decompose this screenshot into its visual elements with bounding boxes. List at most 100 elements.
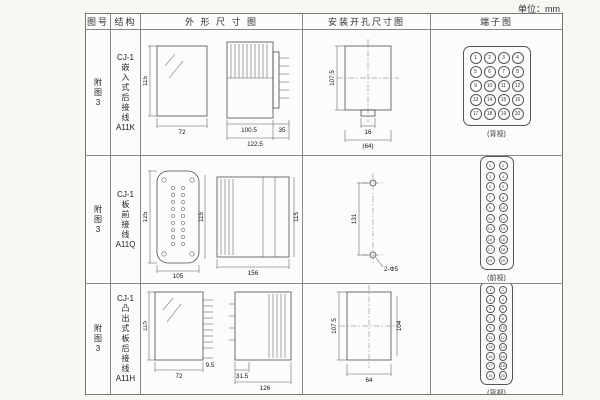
dim-label: 35 xyxy=(278,127,286,134)
dimension-lines: 115 72 xyxy=(143,45,207,136)
terminal-circle: 17 xyxy=(486,361,495,370)
row1-outline-cell: 115 72 xyxy=(141,30,303,156)
terminal-circle: 4 xyxy=(498,295,507,304)
terminal-circle: 7 xyxy=(486,314,495,323)
structure-label: CJ-1 嵌 入 式 后 接 线 A11K xyxy=(116,52,135,132)
terminal-circle: 11 xyxy=(485,213,495,223)
terminal-circle: 8 xyxy=(498,192,508,202)
terminal-circle: 19 xyxy=(485,255,495,265)
dim-label: 105 xyxy=(172,273,183,279)
header-structure: 结构 xyxy=(111,14,141,30)
terminal-circle: 15 xyxy=(497,94,510,106)
row1-install-cell: 107.5 16 (64) xyxy=(303,30,431,156)
side-view xyxy=(228,291,291,361)
fig-number: 附 图 3 xyxy=(94,77,102,107)
dim-label: 156 xyxy=(247,270,258,277)
row2-outline-cell: 125 115 105 156 xyxy=(141,156,303,284)
terminal-circle: 10 xyxy=(483,80,496,92)
terminal-circle: 16 xyxy=(498,234,508,244)
terminal-circle: 2 xyxy=(498,161,508,171)
terminal-circle: 7 xyxy=(497,66,510,78)
row1-structure-cell: CJ-1 嵌 入 式 后 接 线 A11K xyxy=(111,30,141,156)
terminal-circle: 2 xyxy=(483,52,496,64)
terminal-circle: 13 xyxy=(485,224,495,234)
dim-label: 122.5 xyxy=(247,141,263,148)
terminal-circle: 13 xyxy=(486,342,495,351)
terminal-circle: 18 xyxy=(498,245,508,255)
dim-label: 115 xyxy=(198,211,205,222)
terminal-circle: 6 xyxy=(483,66,496,78)
row3-outline-cell: 115 72 9.5 xyxy=(141,284,303,394)
dimension-lines: 125 115 105 xyxy=(143,170,205,279)
cutout-view xyxy=(338,285,399,368)
terminal-circle: 12 xyxy=(498,213,508,223)
header-terminal-label: 端子图 xyxy=(479,17,513,27)
front-view xyxy=(154,291,213,361)
dim-label: 131 xyxy=(351,213,358,224)
terminal-circle: 1 xyxy=(486,285,495,294)
terminal-circle: 20 xyxy=(498,255,508,265)
terminal-circle: 17 xyxy=(469,108,482,120)
terminal-circle: 18 xyxy=(483,108,496,120)
terminal-circle: 17 xyxy=(485,245,495,255)
terminal-circle: 8 xyxy=(498,314,507,323)
front-view xyxy=(156,45,207,116)
header-install: 安装开孔尺寸图 xyxy=(303,14,431,30)
row2-fig-cell: 附 图 3 xyxy=(86,156,111,284)
row3-structure-cell: CJ-1 凸 出 式 板 后 接 线 A11H xyxy=(111,284,141,394)
hole-spec-label: 2-Φ5 xyxy=(384,266,399,273)
dimension-table: 图号 结构 外 形 尺 寸 图 安装开孔尺寸图 端子图 附 图 3 CJ-1 嵌… xyxy=(85,13,563,395)
dimension-lines: 115 72 9.5 xyxy=(143,291,214,380)
terminal-circle: 11 xyxy=(497,80,510,92)
terminal-circle: 5 xyxy=(485,182,495,192)
unit-label: 单位：mm xyxy=(518,4,560,14)
terminal-circle: 14 xyxy=(498,224,508,234)
terminal-caption: (背视) xyxy=(487,389,506,395)
dim-label: 64 xyxy=(365,377,373,384)
front-flange-view xyxy=(156,170,199,263)
row3-install-cell: 107.5 104 64 xyxy=(303,284,431,394)
dimension-lines: 31.5 126 xyxy=(234,362,291,392)
terminal-circle: 9 xyxy=(469,80,482,92)
terminal-circle: 6 xyxy=(498,182,508,192)
header-install-label: 安装开孔尺寸图 xyxy=(327,17,405,27)
dim-label: 100.5 xyxy=(241,127,257,134)
dim-label: 72 xyxy=(175,373,183,380)
terminal-circle: 20 xyxy=(498,371,507,380)
terminal-circle: 12 xyxy=(511,80,524,92)
terminal-caption: (前视) xyxy=(487,274,506,282)
fig-number: 附 图 3 xyxy=(94,324,102,353)
terminal-circle: 14 xyxy=(498,342,507,351)
dim-label: 115 xyxy=(143,320,149,331)
terminal-circle: 11 xyxy=(486,333,495,342)
terminal-circle: 16 xyxy=(511,94,524,106)
dim-label: 125 xyxy=(143,211,149,222)
install-drawing-a11h: 107.5 104 64 xyxy=(331,285,403,384)
row3-fig-cell: 附 图 3 xyxy=(86,284,111,394)
terminal-circle: 1 xyxy=(469,52,482,64)
terminal-circle: 20 xyxy=(511,108,524,120)
dim-label: 126 xyxy=(259,385,270,392)
terminal-circle: 6 xyxy=(498,304,507,313)
header-outline-label: 外 形 尺 寸 图 xyxy=(184,17,258,27)
dimension-lines: 131 2-Φ5 xyxy=(351,182,399,273)
terminal-circle: 10 xyxy=(498,203,508,213)
header-fig-no: 图号 xyxy=(86,14,111,30)
dim-label: (64) xyxy=(362,143,373,150)
install-drawing-a11q: 131 2-Φ5 xyxy=(351,172,399,273)
terminal-circle: 4 xyxy=(498,171,508,181)
header-outline: 外 形 尺 寸 图 xyxy=(141,14,303,30)
dim-label: 31.5 xyxy=(235,373,248,380)
terminal-circle: 15 xyxy=(486,352,495,361)
dim-label: 72 xyxy=(178,129,186,136)
terminal-circle: 19 xyxy=(486,371,495,380)
header-terminal: 端子图 xyxy=(431,14,562,30)
terminal-circle: 3 xyxy=(486,295,495,304)
terminal-circle: 9 xyxy=(486,323,495,332)
dim-label: 115 xyxy=(293,211,300,222)
dim-label: 9.5 xyxy=(205,362,214,369)
